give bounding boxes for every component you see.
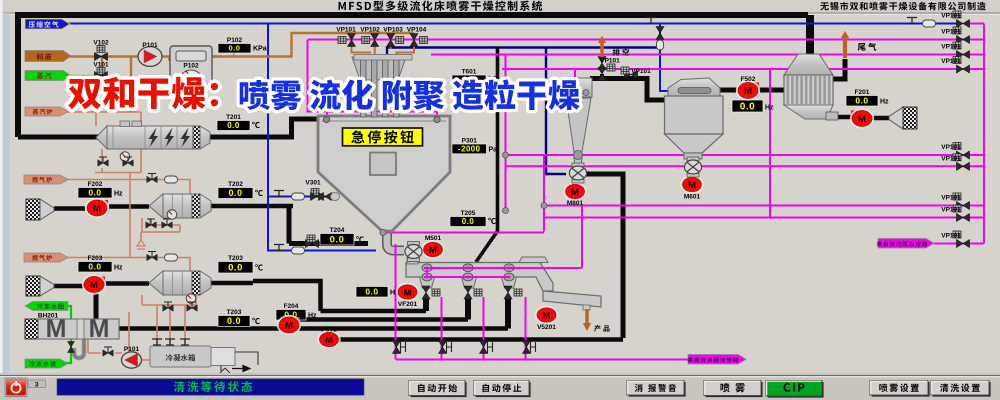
svg-text:T202: T202 bbox=[228, 181, 243, 188]
svg-text:M: M bbox=[543, 310, 551, 321]
svg-text:VP103: VP103 bbox=[383, 27, 403, 34]
svg-text:P102: P102 bbox=[183, 63, 199, 70]
svg-text:M: M bbox=[429, 245, 437, 256]
svg-text:P101: P101 bbox=[124, 346, 140, 353]
svg-text:VP101: VP101 bbox=[941, 144, 961, 151]
svg-text:T601: T601 bbox=[462, 69, 477, 76]
svg-text:VF201: VF201 bbox=[398, 301, 418, 308]
svg-text:P102: P102 bbox=[227, 37, 243, 44]
svg-text:M801: M801 bbox=[567, 200, 584, 207]
svg-text:BH201: BH201 bbox=[38, 313, 59, 320]
svg-text:Hz: Hz bbox=[880, 99, 889, 106]
svg-text:VP104: VP104 bbox=[407, 27, 427, 34]
svg-text:0.0: 0.0 bbox=[227, 316, 241, 326]
svg-text:V102: V102 bbox=[93, 40, 109, 47]
svg-text:Hz: Hz bbox=[308, 313, 317, 320]
svg-text:M: M bbox=[688, 180, 696, 191]
svg-text:0.0: 0.0 bbox=[284, 310, 297, 320]
svg-text:VP101: VP101 bbox=[941, 29, 961, 36]
svg-text:VP101: VP101 bbox=[941, 44, 961, 51]
svg-text:0.0: 0.0 bbox=[462, 217, 475, 226]
svg-text:F502: F502 bbox=[741, 76, 756, 83]
svg-text:M: M bbox=[89, 315, 110, 343]
svg-text:Hz: Hz bbox=[114, 191, 123, 198]
svg-text:0.0: 0.0 bbox=[228, 188, 242, 198]
svg-text:0.0: 0.0 bbox=[88, 188, 101, 198]
svg-text:P601: P601 bbox=[321, 327, 337, 334]
svg-text:VP101: VP101 bbox=[941, 155, 961, 162]
svg-text:M: M bbox=[404, 287, 412, 298]
svg-text:M: M bbox=[46, 315, 67, 343]
svg-text:M: M bbox=[571, 187, 579, 198]
svg-text:V5201: V5201 bbox=[537, 324, 556, 331]
svg-text:-2000: -2000 bbox=[458, 145, 481, 154]
svg-text:M: M bbox=[90, 280, 98, 291]
svg-text:T203: T203 bbox=[227, 309, 242, 316]
svg-text:VP101: VP101 bbox=[336, 27, 356, 34]
svg-text:M: M bbox=[325, 335, 333, 346]
svg-text:M601: M601 bbox=[684, 194, 701, 201]
svg-text:M: M bbox=[93, 203, 101, 214]
svg-text:F203: F203 bbox=[88, 255, 103, 262]
svg-text:M: M bbox=[858, 114, 866, 125]
svg-text:0.0: 0.0 bbox=[855, 96, 868, 106]
svg-text:VP101: VP101 bbox=[941, 58, 961, 65]
svg-text:F204: F204 bbox=[284, 303, 299, 310]
svg-text:T203: T203 bbox=[228, 255, 243, 262]
svg-text:Hz: Hz bbox=[765, 105, 774, 112]
svg-text:VP101: VP101 bbox=[941, 207, 961, 214]
svg-text:T205: T205 bbox=[461, 210, 476, 217]
svg-text:VP101: VP101 bbox=[631, 68, 651, 75]
svg-text:VP102: VP102 bbox=[360, 27, 380, 34]
svg-text:0.0: 0.0 bbox=[229, 44, 241, 53]
svg-text:0.0: 0.0 bbox=[330, 235, 345, 246]
svg-text:M: M bbox=[744, 86, 752, 97]
svg-text:F201: F201 bbox=[855, 89, 870, 96]
svg-text:3: 3 bbox=[35, 381, 39, 388]
svg-text:0.0: 0.0 bbox=[365, 287, 378, 297]
svg-text:P101: P101 bbox=[142, 42, 158, 49]
svg-text:0.0: 0.0 bbox=[227, 121, 240, 130]
svg-text:F202: F202 bbox=[88, 181, 103, 188]
svg-text:M501: M501 bbox=[425, 235, 442, 242]
svg-text:VP101: VP101 bbox=[600, 58, 620, 65]
svg-text:VP101: VP101 bbox=[941, 233, 961, 240]
svg-text:Hz: Hz bbox=[390, 290, 399, 297]
svg-text:0.0: 0.0 bbox=[740, 102, 755, 113]
svg-text:0.0: 0.0 bbox=[228, 263, 243, 274]
svg-text:P301: P301 bbox=[462, 138, 478, 145]
svg-text:V301: V301 bbox=[305, 180, 321, 187]
svg-text:VP101: VP101 bbox=[941, 13, 961, 20]
svg-text:KPa: KPa bbox=[253, 46, 267, 53]
svg-text:M: M bbox=[285, 320, 293, 331]
svg-text:Hz: Hz bbox=[114, 265, 123, 272]
svg-text:Pa: Pa bbox=[489, 146, 498, 153]
svg-text:T204: T204 bbox=[330, 227, 345, 234]
svg-text:V101: V101 bbox=[93, 62, 109, 69]
svg-text:VP101: VP101 bbox=[941, 195, 961, 202]
svg-text:T201: T201 bbox=[226, 114, 241, 121]
svg-text:0.0: 0.0 bbox=[88, 262, 101, 272]
